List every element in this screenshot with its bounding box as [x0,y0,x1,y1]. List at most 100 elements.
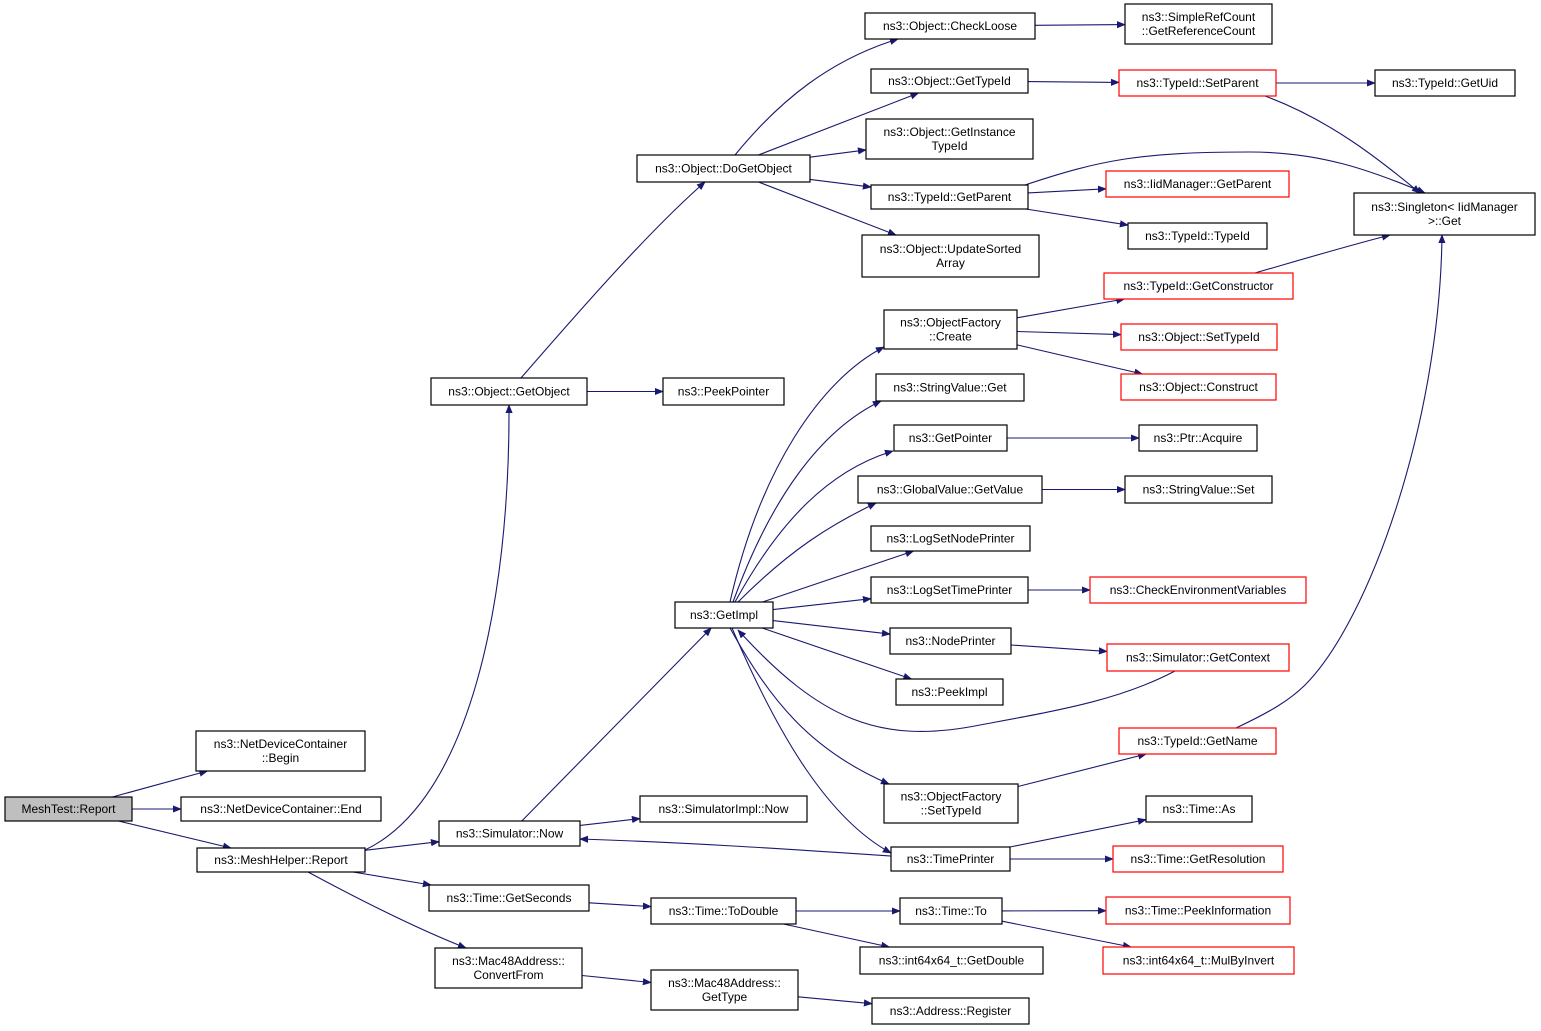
node-object-settypeid[interactable]: ns3::Object::SetTypeId [1120,323,1278,351]
node-nodeprinter[interactable]: ns3::NodePrinter [889,627,1012,655]
node-object-gettypeid[interactable]: ns3::Object::GetTypeId [870,68,1029,94]
node-simulatorimpl-now[interactable]: ns3::SimulatorImpl::Now [639,795,808,823]
node-objectfactory-settypeid[interactable]: ns3::ObjectFactory::SetTypeId [883,783,1019,824]
node-stringvalue-set[interactable]: ns3::StringValue::Set [1124,475,1273,504]
node-box[interactable] [430,377,588,406]
node-box[interactable] [428,884,590,912]
node-typeid-getname[interactable]: ns3::TypeId::GetName [1118,727,1277,755]
node-box[interactable] [1089,576,1307,604]
node-box[interactable] [1105,170,1290,198]
node-box[interactable] [1374,69,1516,97]
node-box[interactable] [1103,272,1294,300]
node-box[interactable] [890,846,1011,872]
node-box[interactable] [875,373,1025,402]
node-box[interactable] [4,796,133,822]
node-box[interactable] [639,795,808,823]
node-box[interactable] [870,184,1029,210]
node-box[interactable] [196,847,366,873]
node-peekpointer[interactable]: ns3::PeekPointer [662,377,785,406]
node-box[interactable] [662,377,785,406]
node-object-dogetobject[interactable]: ns3::Object::DoGetObject [636,154,811,183]
node-int64-mulbyinvert[interactable]: ns3::int64x64_t::MulByInvert [1102,946,1295,975]
node-ndc-begin[interactable]: ns3::NetDeviceContainer::Begin [195,730,366,772]
node-box[interactable] [636,154,811,183]
node-meshhelper-report[interactable]: ns3::MeshHelper::Report [196,847,366,873]
node-mac48-convertfrom[interactable]: ns3::Mac48Address::ConvertFrom [434,947,583,989]
node-singleton-get[interactable]: ns3::Singleton< IidManager>::Get [1353,192,1536,236]
node-simulator-now[interactable]: ns3::Simulator::Now [438,820,581,847]
node-box[interactable] [1112,845,1284,873]
node-box[interactable] [865,118,1034,160]
node-checkenvvars[interactable]: ns3::CheckEnvironmentVariables [1089,576,1307,604]
node-box[interactable] [870,525,1031,552]
node-box[interactable] [1353,192,1536,236]
node-time-to[interactable]: ns3::Time::To [899,897,1003,925]
node-typeid-setparent[interactable]: ns3::TypeId::SetParent [1118,69,1277,97]
node-typeid-getconstructor[interactable]: ns3::TypeId::GetConstructor [1103,272,1294,300]
node-box[interactable] [1118,69,1277,97]
node-globalvalue-getvalue[interactable]: ns3::GlobalValue::GetValue [857,475,1043,504]
node-getpointer[interactable]: ns3::GetPointer [893,424,1008,452]
node-object-checkloose[interactable]: ns3::Object::CheckLoose [864,12,1036,40]
node-box[interactable] [195,730,366,772]
node-box[interactable] [870,576,1029,604]
node-box[interactable] [434,947,583,989]
node-address-register[interactable]: ns3::Address::Register [871,997,1030,1025]
node-box[interactable] [1138,424,1258,452]
node-box[interactable] [438,820,581,847]
node-box[interactable] [1106,643,1290,672]
node-box[interactable] [180,796,382,822]
node-objectfactory-create[interactable]: ns3::ObjectFactory::Create [883,309,1018,350]
node-box[interactable] [650,897,797,925]
node-box[interactable] [674,601,774,629]
node-getimpl[interactable]: ns3::GetImpl [674,601,774,629]
node-box[interactable] [870,68,1029,94]
node-box[interactable] [1118,727,1277,755]
node-box[interactable] [1145,795,1253,823]
node-box[interactable] [650,969,799,1011]
node-logsettimeprinter[interactable]: ns3::LogSetTimePrinter [870,576,1029,604]
node-time-todouble[interactable]: ns3::Time::ToDouble [650,897,797,925]
node-box[interactable] [899,897,1003,925]
node-iidmanager-getparent[interactable]: ns3::IidManager::GetParent [1105,170,1290,198]
node-box[interactable] [871,997,1030,1025]
node-logsetnodeprinter[interactable]: ns3::LogSetNodePrinter [870,525,1031,552]
node-time-getresolution[interactable]: ns3::Time::GetResolution [1112,845,1284,873]
node-time-peekinformation[interactable]: ns3::Time::PeekInformation [1105,896,1291,925]
node-object-getobject[interactable]: ns3::Object::GetObject [430,377,588,406]
node-meshtest-report[interactable]: MeshTest::Report [4,796,133,822]
node-box[interactable] [1127,222,1268,250]
node-ptr-acquire[interactable]: ns3::Ptr::Acquire [1138,424,1258,452]
node-object-construct[interactable]: ns3::Object::Construct [1120,373,1277,401]
node-box[interactable] [895,678,1004,706]
node-typeid-typeid[interactable]: ns3::TypeId::TypeId [1127,222,1268,250]
node-int64-getdouble[interactable]: ns3::int64x64_t::GetDouble [859,946,1044,975]
node-box[interactable] [1120,323,1278,351]
node-simulator-getcontext[interactable]: ns3::Simulator::GetContext [1106,643,1290,672]
node-box[interactable] [857,475,1043,504]
node-stringvalue-get[interactable]: ns3::StringValue::Get [875,373,1025,402]
node-box[interactable] [883,309,1018,350]
node-simplerefcount-getrefcount[interactable]: ns3::SimpleRefCount::GetReferenceCount [1124,3,1273,45]
node-box[interactable] [883,783,1019,824]
node-box[interactable] [861,234,1040,278]
node-timeprinter[interactable]: ns3::TimePrinter [890,846,1011,872]
node-box[interactable] [1124,3,1273,45]
node-peekimpl[interactable]: ns3::PeekImpl [895,678,1004,706]
node-box[interactable] [1124,475,1273,504]
node-time-as[interactable]: ns3::Time::As [1145,795,1253,823]
node-box[interactable] [1102,946,1295,975]
node-box[interactable] [1120,373,1277,401]
node-box[interactable] [1105,896,1291,925]
node-box[interactable] [893,424,1008,452]
node-box[interactable] [859,946,1044,975]
node-typeid-getuid[interactable]: ns3::TypeId::GetUid [1374,69,1516,97]
node-mac48-gettype[interactable]: ns3::Mac48Address::GetType [650,969,799,1011]
node-box[interactable] [864,12,1036,40]
node-typeid-getparent[interactable]: ns3::TypeId::GetParent [870,184,1029,210]
node-ndc-end[interactable]: ns3::NetDeviceContainer::End [180,796,382,822]
node-time-getseconds[interactable]: ns3::Time::GetSeconds [428,884,590,912]
node-box[interactable] [889,627,1012,655]
